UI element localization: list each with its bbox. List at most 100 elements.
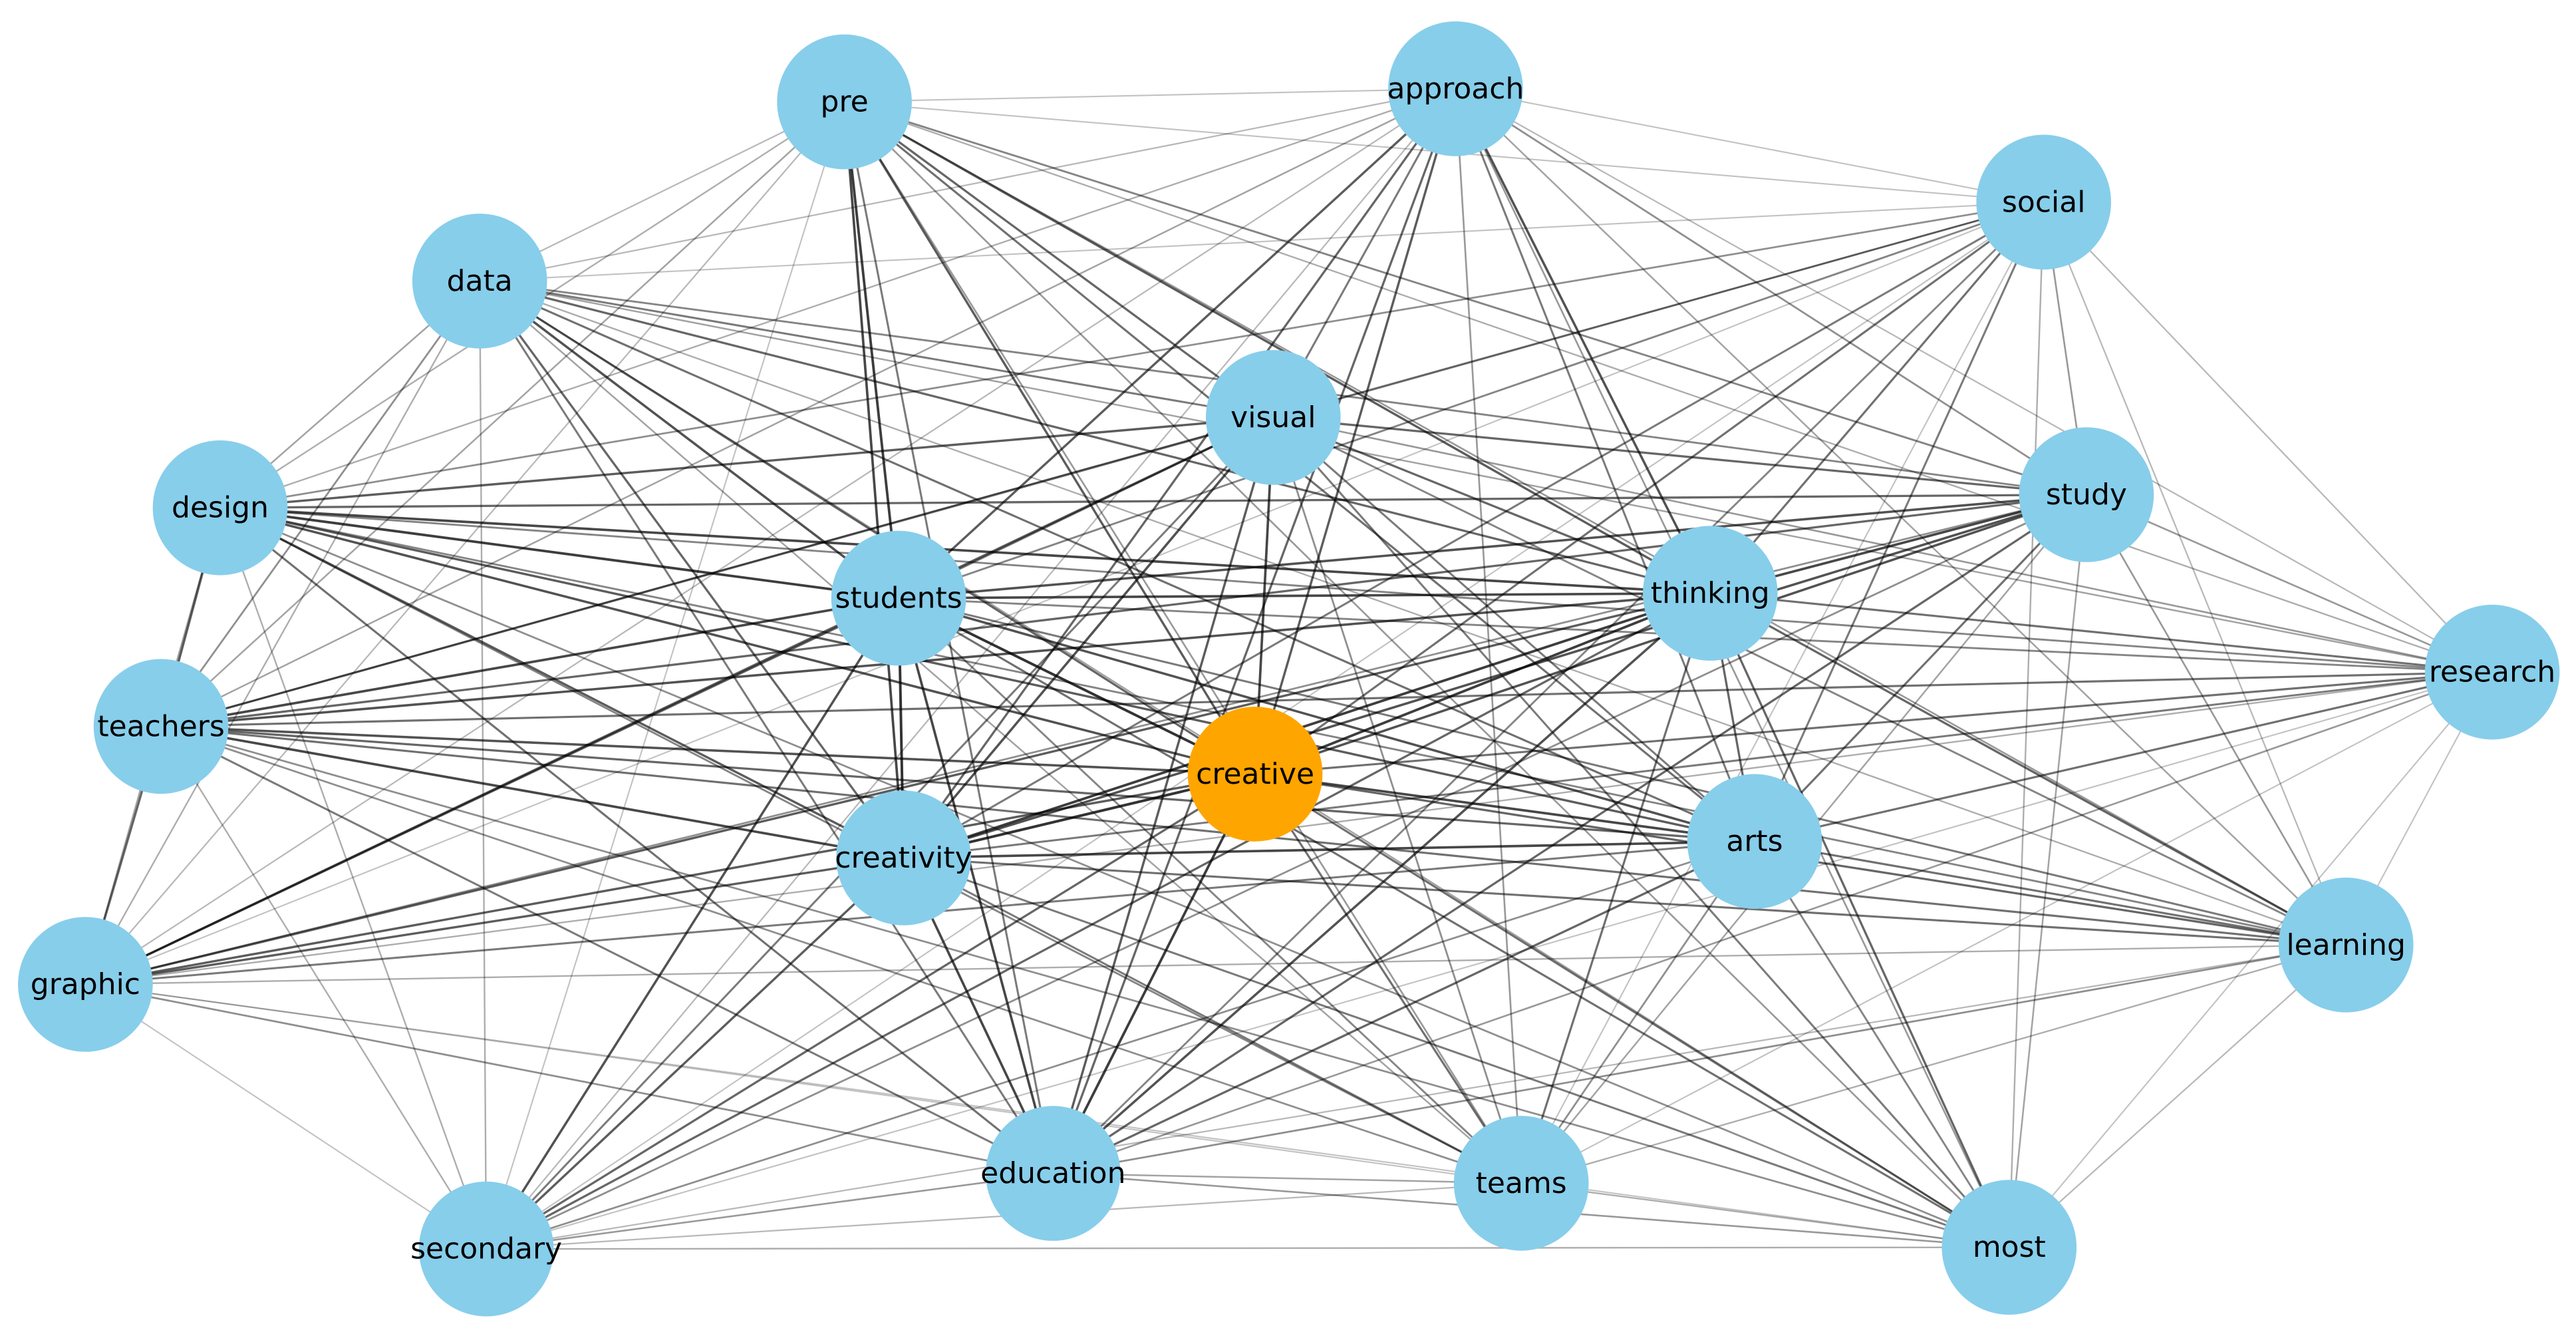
edge-arts-social	[1753, 202, 2045, 842]
node-circle-data	[412, 214, 547, 349]
edge-creative-thinking	[1254, 591, 1711, 776]
node-circle-arts	[1687, 774, 1822, 909]
edge-visual-teams	[1272, 417, 1522, 1184]
edge-thinking-visual	[1272, 416, 1711, 595]
edge-pre-learning	[843, 100, 2347, 946]
edge-students-learning	[898, 597, 2347, 946]
edge-visual-social	[1272, 201, 2045, 418]
edge-students-pre	[843, 101, 900, 599]
edge-teachers-teams	[160, 725, 1522, 1184]
edge-arts-teams	[1520, 840, 1756, 1184]
node-students: students	[831, 530, 966, 666]
edge-students-teams	[898, 597, 1522, 1184]
node-secondary: secondary	[410, 1181, 562, 1317]
edge-arts-data	[479, 279, 1755, 843]
node-label-creative: creative	[1196, 757, 1314, 791]
edge-graphic-learning	[85, 944, 2347, 985]
node-label-teachers: teachers	[97, 709, 224, 743]
node-social: social	[1976, 134, 2111, 270]
edge-approach-social	[1455, 88, 2044, 203]
node-research: research	[2424, 604, 2560, 740]
node-circle-thinking	[1643, 526, 1778, 661]
node-label-students: students	[835, 582, 962, 615]
edge-pre-data	[479, 101, 845, 282]
node-creativity: creativity	[835, 790, 972, 925]
edge-thinking-teachers	[160, 591, 1711, 728]
edge-data-teams	[479, 280, 1522, 1184]
edge-graphic-secondary	[84, 983, 487, 1250]
edge-arts-approach	[1454, 88, 1756, 842]
node-arts: arts	[1687, 774, 1822, 909]
edge-thinking-education	[1052, 592, 1711, 1174]
edge-design-most	[219, 506, 2010, 1248]
edge-learning-social	[2043, 202, 2347, 945]
edge-creative-arts	[1254, 772, 1755, 843]
node-circle-graphic	[18, 917, 153, 1052]
node-circle-learning	[2278, 878, 2414, 1013]
node-label-teams: teams	[1476, 1166, 1567, 1200]
edge-thinking-data	[479, 279, 1711, 595]
edge-creativity-teachers	[160, 725, 904, 860]
edge-thinking-graphic	[84, 592, 1711, 986]
node-circle-research	[2424, 604, 2560, 740]
node-teams: teams	[1453, 1116, 1589, 1251]
edge-thinking-pre	[843, 100, 1711, 595]
node-pre: pre	[777, 34, 912, 170]
edge-arts-teachers	[160, 725, 1755, 843]
node-label-most: most	[1973, 1230, 2046, 1264]
edge-study-most	[2008, 494, 2088, 1248]
node-label-design: design	[172, 491, 269, 525]
edge-pre-most	[843, 101, 2010, 1248]
edge-teachers-research	[161, 671, 2493, 728]
node-label-secondary: secondary	[410, 1232, 562, 1266]
edge-approach-data	[479, 88, 1456, 282]
node-label-thinking: thinking	[1651, 576, 1770, 610]
node-circle-design	[152, 440, 288, 576]
edge-visual-education	[1052, 417, 1274, 1174]
edge-creativity-data	[478, 280, 905, 859]
node-label-visual: visual	[1230, 401, 1316, 434]
node-circle-teachers	[93, 659, 229, 794]
node-graphic: graphic	[18, 917, 153, 1052]
edge-visual-research	[1273, 417, 2493, 673]
edge-pre-approach	[844, 88, 1456, 103]
edge-graphic-teams	[85, 983, 1522, 1184]
edge-arts-learning	[1754, 840, 2347, 946]
edge-creative-teams	[1254, 773, 1522, 1184]
node-label-data: data	[447, 264, 513, 298]
node-creative: creative	[1187, 707, 1323, 842]
edge-creativity-teams	[903, 857, 1522, 1184]
edge-creative-education	[1052, 773, 1256, 1174]
edge-creativity-arts	[903, 840, 1755, 860]
edge-secondary-research	[486, 671, 2493, 1250]
edge-creativity-pre	[843, 101, 905, 858]
edge-study-research	[2086, 494, 2493, 673]
edge-teachers-social	[160, 201, 2045, 728]
edge-data-secondary	[479, 281, 488, 1250]
edge-approach-research	[1455, 88, 2493, 673]
edge-creativity-social	[903, 201, 2045, 859]
node-approach: approach	[1387, 21, 1524, 156]
edge-creative-data	[479, 280, 1256, 775]
edge-data-research	[479, 280, 2493, 673]
edge-teachers-secondary	[160, 726, 488, 1250]
edge-visual-graphic	[84, 416, 1274, 986]
node-label-learning: learning	[2286, 928, 2406, 962]
edge-study-learning	[2085, 494, 2347, 945]
edge-arts-design	[219, 506, 1755, 843]
edge-creative-pre	[843, 101, 1256, 775]
edge-education-study	[1052, 494, 2087, 1174]
edge-students-secondary	[485, 597, 900, 1250]
edge-thinking-approach	[1454, 88, 1711, 594]
edge-education-design	[219, 506, 1054, 1174]
edge-most-social	[2008, 202, 2045, 1248]
edge-education-teachers	[160, 725, 1054, 1174]
edge-students-teachers	[160, 597, 899, 728]
edge-design-research	[219, 506, 2493, 673]
node-label-research: research	[2429, 655, 2555, 689]
edge-teams-research	[1520, 671, 2493, 1184]
edge-visual-study	[1273, 416, 2087, 496]
edge-pre-study	[844, 100, 2087, 496]
